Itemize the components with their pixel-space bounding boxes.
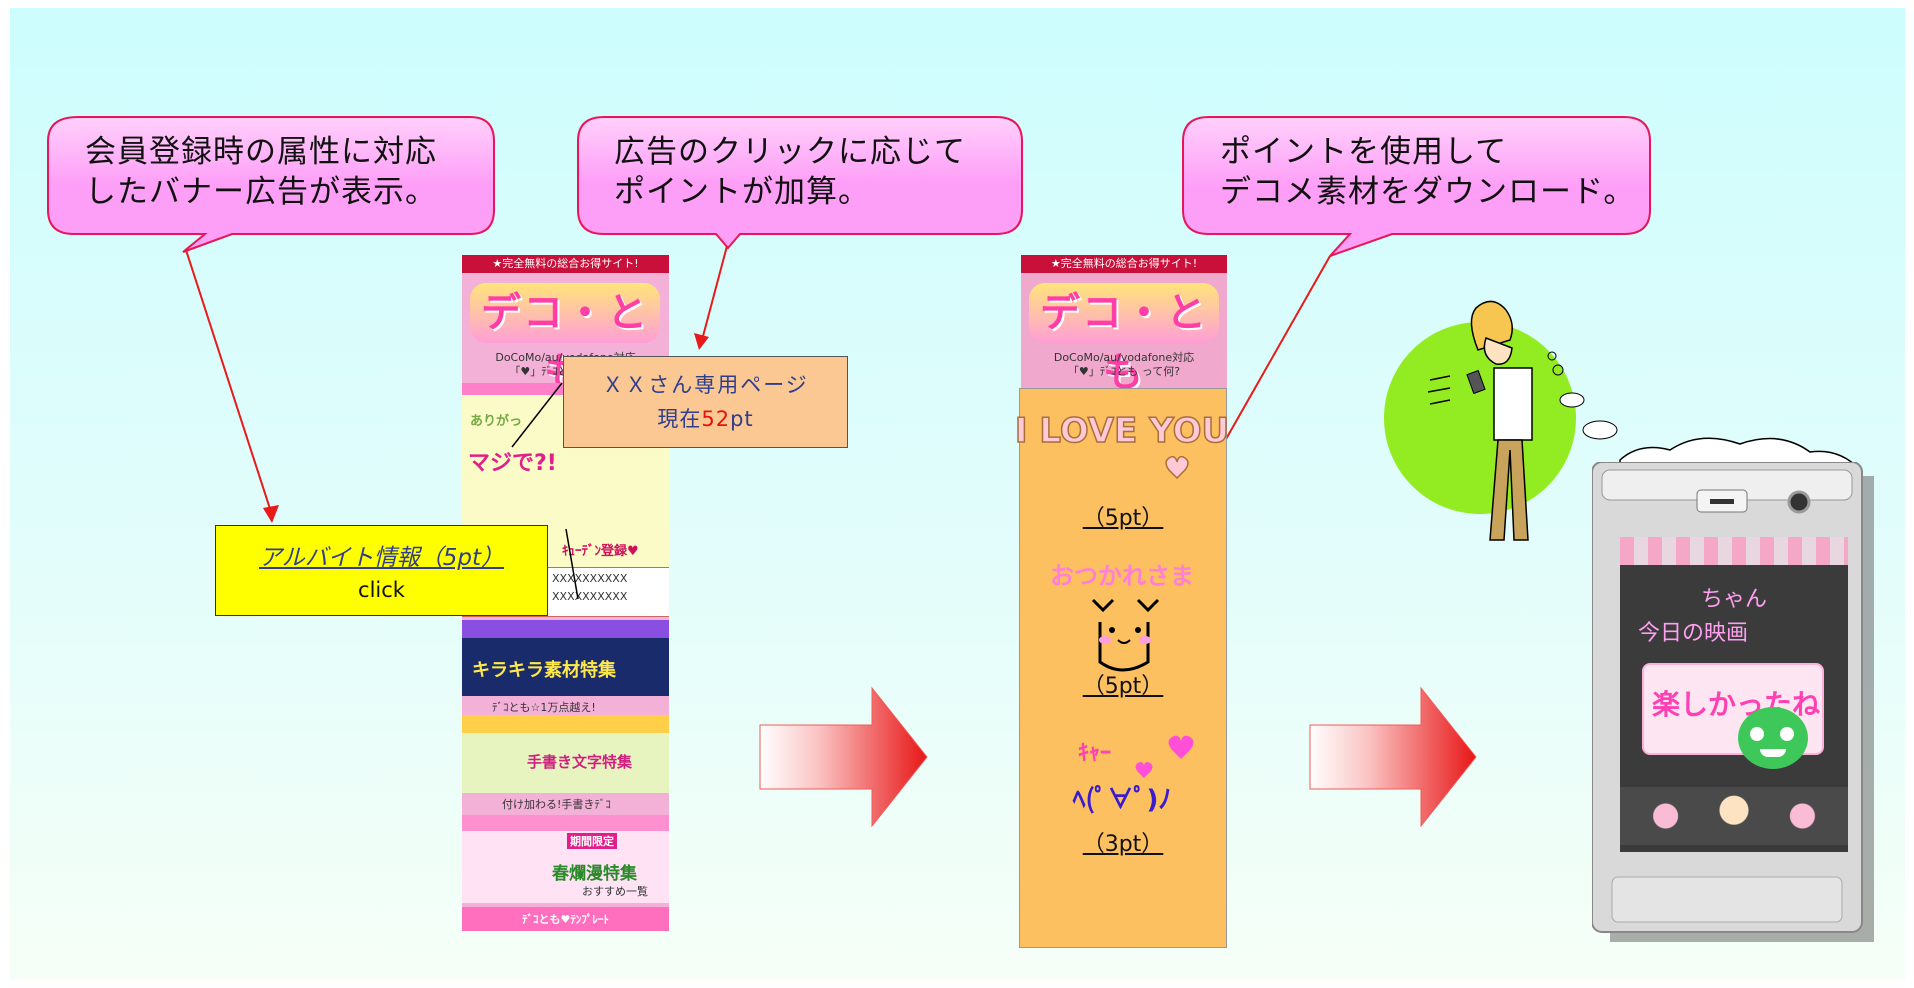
svg-text:I LOVE YOU: I LOVE YOU (1015, 411, 1229, 451)
pointer-line-2 (694, 245, 728, 350)
deco-site-logo-b: デコ・とも (1029, 283, 1219, 389)
green-circle (1384, 322, 1576, 514)
material-art-2[interactable]: おつかれさま (1050, 562, 1194, 672)
deco-site-header-b: ★完全無料の総合お得サイト! (1021, 255, 1227, 273)
deco-site-header-2: ★完全無料の総合お得サイト! デコ・とも DoCoMo/au/vodafone対… (1021, 255, 1227, 389)
feature-2-title: 手書き文字特集 (527, 753, 633, 771)
points-prefix: 現在 (657, 407, 702, 431)
bubble-1-line-2: したバナー広告が表示。 (85, 174, 437, 210)
phone-screen: ちゃん 今日の映画 楽しかったね (1620, 537, 1848, 852)
speech-bubble-1 (47, 116, 495, 253)
deco-feature-2[interactable]: 手書き文字特集 (462, 733, 669, 793)
feature-3-tag: 期間限定 (567, 833, 617, 849)
person-figure (1427, 300, 1618, 541)
bubble-3-line-2: デコメ素材をダウンロード。 (1220, 174, 1636, 210)
deco-ad-text-1: ありがっ (470, 414, 523, 429)
material-price-1[interactable]: （5pt） (1082, 506, 1164, 531)
bubble-3-text: ポイントを使用して デコメ素材をダウンロード。 (1220, 132, 1635, 212)
flower-border-top (1620, 537, 1848, 565)
bubble-2-text: 広告のクリックに応じて ポイントが加算。 (614, 132, 966, 212)
user-points-line: 現在52pt (564, 403, 847, 433)
bubble-2-line-2: ポイントが加算。 (614, 174, 870, 210)
points-unit: pt (730, 407, 754, 431)
deco-footer-bar: ﾃﾞｺとも♥ﾃﾝﾌﾟﾚｰﾄ (462, 907, 669, 931)
feature-2-sub: 付け加わる!手書きﾃﾞｺ (502, 798, 611, 811)
deco-site-question-b[interactable]: 「♥」ﾃﾞｺとも って何? (1067, 365, 1181, 378)
material-art-3[interactable]: ｷｬｰ ﾍ(ﾟ∀ﾟ)ﾉ (1072, 735, 1194, 815)
deco-site-logo: デコ・とも (470, 283, 660, 396)
materials-panel (1019, 388, 1227, 948)
flow-arrow-2 (1309, 686, 1477, 828)
phone-text-2: 今日の映画 (1638, 621, 1749, 646)
svg-text:おつかれさま: おつかれさま (1050, 562, 1194, 590)
user-page-title: ＸＸさん専用ページ (602, 373, 809, 397)
svg-text:ｷｬｰ: ｷｬｰ (1078, 741, 1111, 766)
speech-bubble-2 (577, 116, 1023, 250)
deco-bow-bar-1 (462, 620, 669, 638)
ad-link-callout: アルバイト情報（5pt） click (215, 525, 548, 616)
material-art-1[interactable]: I LOVE YOU (1014, 410, 1230, 480)
deco-ad-text-2: マジで?! (468, 451, 557, 476)
deco-bow-bar-2 (462, 715, 669, 733)
phone-text-1: ちゃん (1700, 587, 1767, 612)
deco-feature-1[interactable]: キラキラ素材特集 (462, 638, 669, 696)
deco-site-header: ★完全無料の総合お得サイト! (462, 255, 669, 273)
material-price-3[interactable]: （3pt） (1082, 832, 1164, 857)
deco-footer: ﾃﾞｺとも♥ﾃﾝﾌﾟﾚｰﾄ (522, 913, 609, 926)
deco-site-subtitle-b: DoCoMo/au/vodafone対応 (1053, 351, 1195, 364)
ad-link[interactable]: アルバイト情報（5pt） (258, 545, 505, 571)
material-price-2[interactable]: （5pt） (1082, 674, 1164, 699)
deco-ad-text-3[interactable]: ｷｭｰﾃﾞﾝ登録♥ (562, 544, 639, 559)
bubble-1-line-1: 会員登録時の属性に対応 (85, 134, 437, 170)
bubble-2-line-1: 広告のクリックに応じて (614, 134, 966, 170)
deco-feature-3[interactable]: 期間限定 春爛漫特集 おすすめ一覧 (462, 831, 669, 903)
bubble-1-text: 会員登録時の属性に対応 したバナー広告が表示。 (85, 132, 437, 212)
banner-xx-2: XXXXXXXXXX (552, 590, 628, 603)
ad-click-label: click (358, 578, 405, 602)
feature-3-sub: おすすめ一覧 (582, 885, 648, 898)
flower-border-bottom (1620, 787, 1848, 845)
pointer-line-1 (185, 249, 279, 523)
deco-bow-bar-3 (462, 815, 669, 831)
banner-xx-1: XXXXXXXXXX (552, 572, 628, 585)
feature-3-title: 春爛漫特集 (552, 864, 637, 884)
user-page-callout: ＸＸさん専用ページ 現在52pt (563, 356, 848, 448)
feature-1-title: キラキラ素材特集 (472, 660, 616, 681)
panda-icon (1738, 707, 1808, 769)
phone-stamp: 楽しかったね (1642, 663, 1824, 755)
deco-site-screenshot: ★完全無料の総合お得サイト! デコ・とも DoCoMo/au/vodafone対… (462, 255, 669, 931)
points-value: 52 (701, 407, 731, 431)
speech-bubble-3 (1182, 116, 1651, 257)
flow-arrow-1 (759, 686, 928, 828)
svg-text:ﾍ(ﾟ∀ﾟ)ﾉ: ﾍ(ﾟ∀ﾟ)ﾉ (1072, 784, 1172, 815)
bubble-3-line-1: ポイントを使用して (1220, 134, 1508, 170)
feature-1-sub: ﾃﾞｺとも☆1万点越え! (492, 701, 596, 714)
